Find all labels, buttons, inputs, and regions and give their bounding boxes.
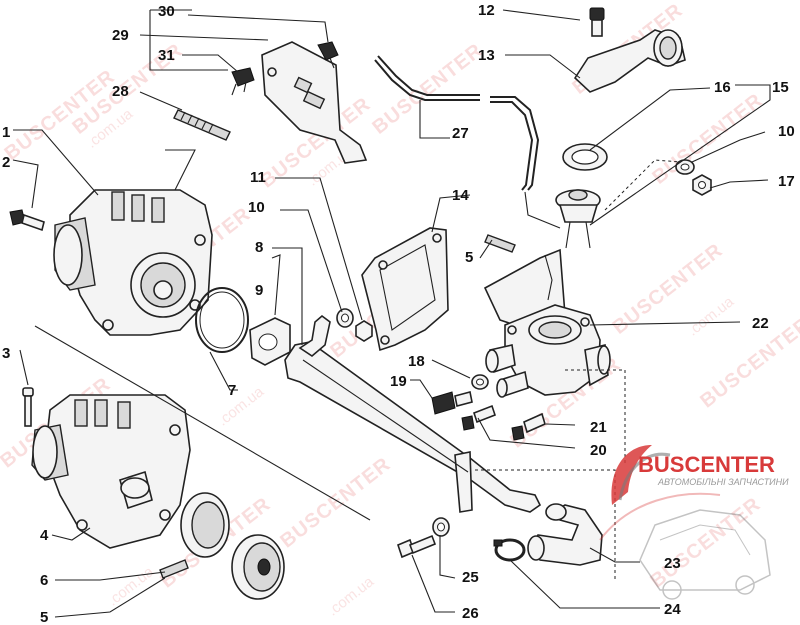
pulley-6b	[231, 534, 285, 600]
bolt-3	[22, 387, 34, 427]
callout-10-right: 10	[778, 123, 795, 140]
brand-name: BUSCENTER	[638, 452, 775, 477]
sensor-19	[431, 391, 473, 415]
callout-2: 2	[2, 154, 10, 171]
callout-18: 18	[408, 353, 425, 370]
bolt-2	[9, 209, 45, 232]
washer-10-right	[675, 159, 695, 175]
bleed-screw-12	[589, 7, 605, 37]
callout-13: 13	[478, 47, 495, 64]
clamp-24	[493, 538, 526, 562]
svg-text:BUSCENTER: BUSCENTER	[646, 493, 765, 592]
seal-6	[180, 492, 230, 558]
callout-30: 30	[158, 3, 175, 20]
sensor-21	[511, 412, 546, 441]
bracket-29	[261, 41, 368, 164]
callout-25: 25	[462, 569, 479, 586]
callout-26: 26	[462, 605, 479, 622]
thermostat-15	[555, 189, 601, 249]
svg-text:.com.ua: .com.ua	[105, 563, 158, 610]
callout-5-right: 5	[465, 249, 473, 266]
axis-line-1	[165, 149, 196, 191]
callout-16: 16	[714, 79, 731, 96]
callout-19: 19	[390, 373, 407, 390]
svg-text:BUSCENTER: BUSCENTER	[696, 313, 800, 412]
stud-5-lower	[159, 559, 189, 579]
nut-11	[355, 320, 373, 342]
callout-20: 20	[590, 442, 607, 459]
callout-11: 11	[250, 169, 266, 186]
callout-15: 15	[772, 79, 789, 96]
callout-7: 7	[228, 382, 236, 399]
washer-25	[432, 517, 450, 537]
callout-21: 21	[590, 419, 607, 436]
clip-30	[317, 41, 339, 69]
thermostat-housing-22	[485, 304, 611, 398]
svg-text:BUSCENTER: BUSCENTER	[276, 453, 395, 552]
stud-28	[173, 109, 231, 141]
callout-12: 12	[478, 2, 495, 19]
callout-17: 17	[778, 173, 795, 190]
svg-text:.com.ua: .com.ua	[685, 293, 738, 340]
callout-4: 4	[40, 527, 49, 544]
clip-31	[231, 67, 255, 96]
leader-lines	[12, 9, 771, 618]
brand-tagline: АВТОМОБІЛЬНІ ЗАПЧАСТИНИ	[657, 477, 789, 487]
nut-17	[692, 174, 712, 196]
dash-box-right	[475, 469, 616, 580]
section-line	[34, 325, 371, 521]
washer-18	[471, 374, 489, 390]
washer-10-left	[336, 308, 354, 328]
bolt-26	[397, 534, 437, 559]
dash-box-top	[565, 369, 626, 465]
elbow-13	[573, 29, 686, 93]
callout-5-lower: 5	[40, 609, 48, 625]
svg-text:BUSCENTER: BUSCENTER	[368, 39, 487, 138]
throttle-body-upper	[53, 189, 213, 336]
sensor-20	[461, 404, 496, 431]
callout-31: 31	[158, 47, 175, 64]
hose-27	[374, 55, 540, 191]
o-ring-7	[195, 287, 249, 353]
callout-24: 24	[664, 601, 681, 618]
buscenter-logo: BUSCENTER АВТОМОБІЛЬНІ ЗАПЧАСТИНИ	[599, 445, 789, 600]
gasket-9	[249, 317, 291, 366]
callout-23: 23	[664, 555, 681, 572]
svg-text:BUSCENTER: BUSCENTER	[648, 89, 767, 188]
callout-27: 27	[452, 125, 469, 142]
callout-14: 14	[452, 187, 469, 204]
callout-9: 9	[255, 282, 263, 299]
throttle-body-lower-4	[31, 394, 191, 549]
callout-22: 22	[752, 315, 769, 332]
callout-29: 29	[112, 27, 129, 44]
callout-1: 1	[2, 124, 10, 141]
hose-23	[527, 503, 603, 566]
callout-10-left: 10	[248, 199, 265, 216]
callout-28: 28	[112, 83, 129, 100]
callout-8: 8	[255, 239, 263, 256]
svg-text:.com.ua: .com.ua	[325, 573, 378, 620]
svg-text:.com.ua: .com.ua	[215, 383, 268, 430]
callout-6: 6	[40, 572, 48, 589]
seal-16	[562, 143, 608, 171]
callout-3: 3	[2, 345, 10, 362]
cover-plate-14	[361, 227, 449, 352]
stud-5-right	[484, 234, 516, 253]
coolant-pipe-8	[284, 314, 542, 513]
